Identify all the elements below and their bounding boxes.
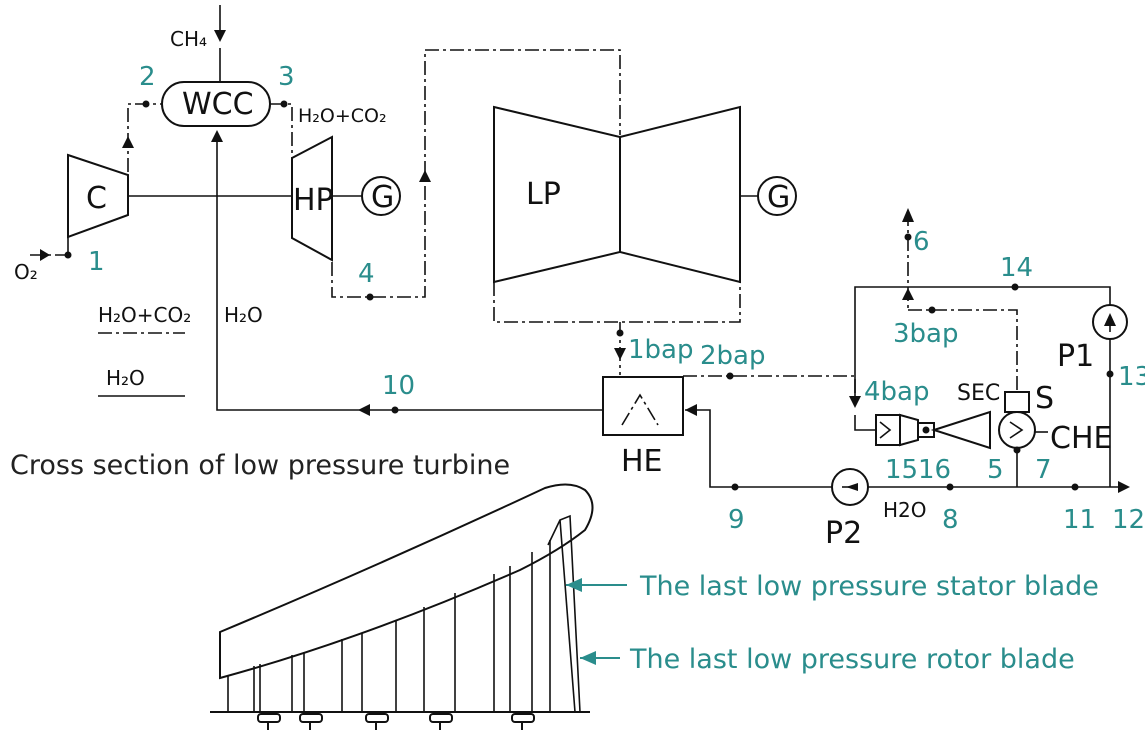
methane-inlet: CH₄ [170, 5, 226, 85]
point-4bap: 4bap [864, 377, 929, 407]
vent-line [902, 208, 1018, 390]
he-to-ejector-line [683, 372, 861, 408]
lp-exhaust-line [493, 282, 741, 375]
point-12: 12 [1112, 505, 1145, 535]
hp-exhaust-line [331, 49, 621, 301]
he-label: HE [621, 444, 663, 479]
water-return-line: H₂O [211, 130, 603, 416]
cross-section-title: Cross section of low pressure turbine [10, 450, 510, 481]
p1-loop: P1 [854, 283, 1128, 487]
lp-label: LP [526, 177, 561, 212]
lp-blade-cross-section [210, 483, 627, 730]
legend: H₂O+CO₂ H₂O [98, 303, 191, 397]
lp-generator: G [740, 176, 797, 216]
point-8: 8 [942, 505, 959, 535]
hp-label: HP [293, 183, 334, 218]
legend-water-label: H₂O [106, 366, 145, 390]
hp-generator: G [332, 176, 401, 216]
compressor-outlet-line [122, 100, 162, 172]
wcc-combustor: WCC [161, 81, 271, 127]
water-return-label: H₂O [224, 303, 263, 327]
wcc-label: WCC [182, 87, 254, 122]
p1-label: P1 [1057, 339, 1094, 374]
separator-label: S [1035, 381, 1054, 416]
point-14: 14 [1000, 253, 1033, 283]
point-2bap: 2bap [700, 341, 765, 371]
legend-flue-label: H₂O+CO₂ [98, 303, 191, 327]
oxygen-label: O₂ [14, 260, 38, 284]
point-3bap: 3bap [893, 319, 958, 349]
point-10: 10 [382, 371, 415, 401]
point-4: 4 [358, 259, 375, 289]
methane-label: CH₄ [170, 27, 207, 51]
point-1bap: 1bap [628, 335, 693, 365]
compressor-label: C [86, 181, 107, 216]
point-7: 7 [1035, 455, 1052, 485]
point-16: 16 [918, 455, 951, 485]
point-3: 3 [278, 62, 295, 92]
hp-turbine: HP [291, 135, 334, 262]
point-6: 6 [913, 227, 930, 257]
heat-exchanger: HE [602, 376, 684, 479]
point-11: 11 [1063, 505, 1096, 535]
hp-generator-label: G [371, 180, 394, 215]
point-labels: 1 2 3 4 5 6 7 8 9 10 11 12 13 14 15 16 1… [88, 62, 1145, 535]
point-15: 15 [885, 455, 918, 485]
he-water-outlet [685, 404, 832, 491]
lp-generator-label: G [767, 180, 790, 215]
point-13: 13 [1118, 362, 1145, 392]
che-label: CHE [1050, 421, 1112, 456]
compressor: C [67, 153, 129, 255]
point-2: 2 [139, 62, 156, 92]
p2-label: P2 [825, 516, 862, 551]
sec-label: SEC [957, 381, 1000, 406]
bottom-water-line: H2O [868, 481, 1130, 522]
oxygen-inlet: O₂ [14, 249, 72, 284]
point-1: 1 [88, 247, 105, 277]
lp-turbine: LP [493, 105, 741, 284]
water-line-label: H2O [883, 498, 927, 522]
flue-gas-label: H₂O+CO₂ [298, 105, 387, 127]
stator-blade-callout: The last low pressure stator blade [639, 571, 1099, 602]
ejector-assembly: SEC S CHE [854, 381, 1112, 487]
wcc-outlet-line [270, 100, 293, 165]
point-9: 9 [728, 505, 745, 535]
rotor-blade-callout: The last low pressure rotor blade [629, 644, 1075, 675]
pump-p2: P2 [825, 468, 869, 551]
point-5: 5 [987, 455, 1004, 485]
